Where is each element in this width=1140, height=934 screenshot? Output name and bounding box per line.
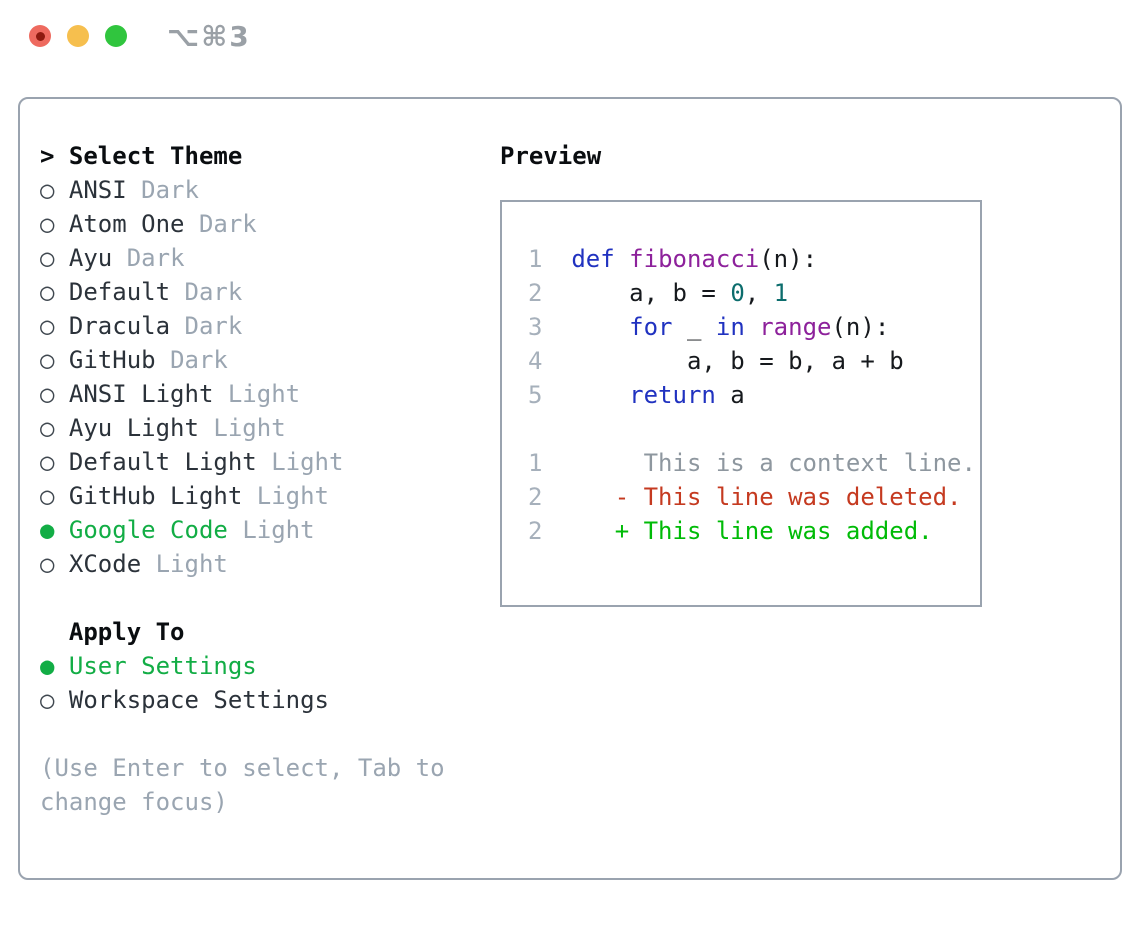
traffic-lights [29,25,127,47]
apply-option-user-settings[interactable]: ● User Settings [40,652,257,680]
apply-to-list: ● User Settings ○ Workspace Settings [40,649,500,717]
code-line: 5 return a [528,381,745,409]
diff-line-added: 2 + This line was added. [528,517,933,545]
theme-option-google-code[interactable]: ● Google Code Light [40,516,315,544]
code-line: 2 a, b = 0, 1 [528,279,789,307]
theme-option-xcode[interactable]: ○ XCode Light [40,550,228,578]
hint-line-2: change focus) [40,788,228,816]
preview-column: Preview 1 def fibonacci(n): 2 a, b = 0, 1… [500,139,1096,878]
theme-option-github-light[interactable]: ○ GitHub Light Light [40,482,329,510]
close-button[interactable] [29,25,51,47]
code-preview: 1 def fibonacci(n): 2 a, b = 0, 1 3 for _ … [528,242,970,412]
theme-list: ○ ANSI Dark ○ Atom One Dark ○ Ayu Dark ○ De… [40,173,500,581]
hint-text: (Use Enter to select, Tab to change focus… [40,751,500,819]
select-theme-header: > Select Theme [40,139,500,173]
theme-option-atom-one[interactable]: ○ Atom One Dark [40,210,257,238]
theme-option-ayu-light[interactable]: ○ Ayu Light Light [40,414,286,442]
code-line: 4 a, b = b, a + b [528,347,904,375]
minimize-button[interactable] [67,25,89,47]
titlebar: ⌥⌘3 [0,0,1140,72]
theme-option-ansi[interactable]: ○ ANSI Dark [40,176,199,204]
preview-header: Preview [500,142,602,170]
code-line: 3 for _ in range(n): [528,313,890,341]
theme-column: > Select Theme ○ ANSI Dark ○ Atom One Dar… [40,139,500,878]
theme-option-dracula[interactable]: ○ Dracula Dark [40,312,243,340]
zoom-button[interactable] [105,25,127,47]
select-theme-label: Select Theme [68,142,243,170]
diff-preview: 1 This is a context line. 2 - This line w… [528,446,976,548]
focus-prompt-icon: > [40,142,55,170]
apply-option-workspace-settings[interactable]: ○ Workspace Settings [40,686,329,714]
spacer [40,581,500,615]
diff-line-deleted: 2 - This line was deleted. [528,483,962,511]
spacer [40,717,500,751]
theme-option-github[interactable]: ○ GitHub Dark [40,346,228,374]
diff-line-context: 1 This is a context line. [528,449,976,477]
hint-line-1: (Use Enter to select, Tab to [40,754,445,782]
theme-picker-panel: > Select Theme ○ ANSI Dark ○ Atom One Dar… [18,97,1122,880]
code-line: 1 def fibonacci(n): [528,245,818,273]
preview-box: 1 def fibonacci(n): 2 a, b = 0, 1 3 for _ … [500,200,982,607]
spacer [528,412,970,446]
theme-option-ansi-light[interactable]: ○ ANSI Light Light [40,380,301,408]
apply-to-header: Apply To [68,618,185,646]
theme-option-default[interactable]: ○ Default Dark [40,278,243,306]
theme-option-default-light[interactable]: ○ Default Light Light [40,448,344,476]
window-title: ⌥⌘3 [167,19,251,53]
theme-option-ayu[interactable]: ○ Ayu Dark [40,244,185,272]
unsaved-changes-dot [35,31,45,41]
